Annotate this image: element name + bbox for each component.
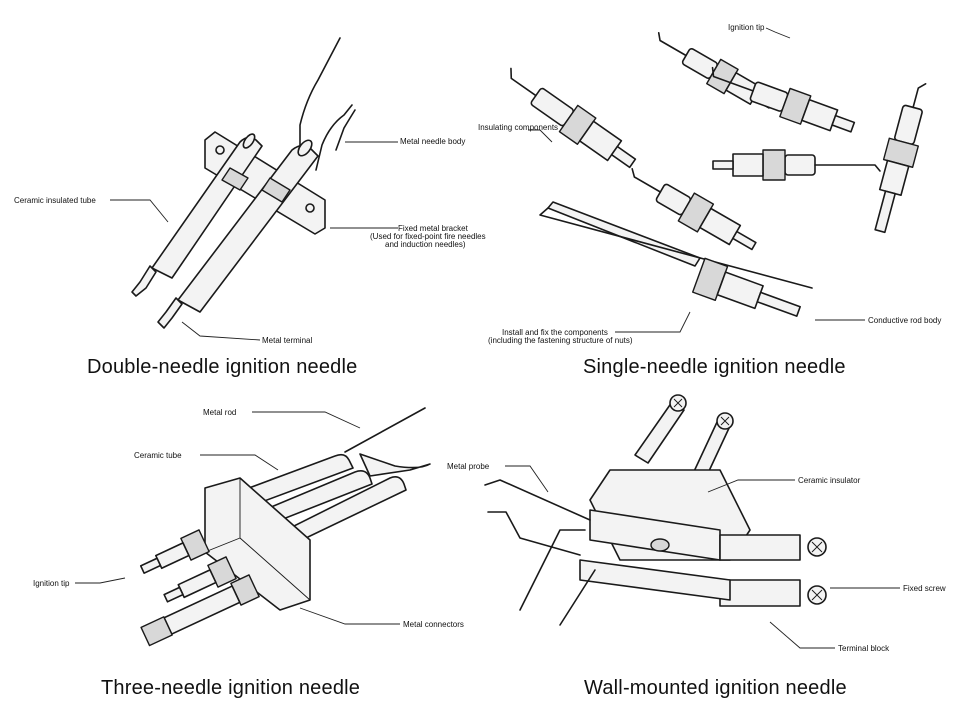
label-metal-connectors: Metal connectors <box>403 620 464 629</box>
three-needle-illustration <box>75 407 431 647</box>
double-needle-illustration <box>110 37 398 341</box>
label-fixed-metal-bracket-note-1: (Used for fixed-point fire needles <box>370 232 486 241</box>
caption-double-needle: Double-needle ignition needle <box>87 356 358 378</box>
label-install-fix-components: Install and fix the components <box>502 328 608 337</box>
label-install-fix-components-note: (including the fastening structure of nu… <box>488 336 633 345</box>
label-insulating-components: Insulating components <box>478 123 559 132</box>
caption-wall-mounted: Wall-mounted ignition needle <box>584 677 847 699</box>
label-fixed-metal-bracket-note-2: and induction needles) <box>385 240 466 249</box>
label-ignition-tip: Ignition tip <box>728 23 765 32</box>
single-needle-illustration <box>510 27 927 333</box>
label-ignition-tip-three: Ignition tip <box>33 579 70 588</box>
label-terminal-block: Terminal block <box>838 644 890 653</box>
label-conductive-rod-body: Conductive rod body <box>868 316 942 325</box>
wall-mounted-illustration <box>484 394 900 649</box>
label-metal-terminal: Metal terminal <box>262 336 313 345</box>
caption-single-needle: Single-needle ignition needle <box>583 356 846 378</box>
label-metal-rod: Metal rod <box>203 408 237 417</box>
label-ceramic-insulator: Ceramic insulator <box>798 476 861 485</box>
label-fixed-screw: Fixed screw <box>903 584 946 593</box>
label-ceramic-tube: Ceramic tube <box>134 451 182 460</box>
label-fixed-metal-bracket: Fixed metal bracket <box>398 224 468 233</box>
caption-three-needle: Three-needle ignition needle <box>101 677 361 699</box>
label-ceramic-insulated-tube: Ceramic insulated tube <box>14 196 96 205</box>
label-metal-probe: Metal probe <box>447 462 490 471</box>
label-metal-needle-body: Metal needle body <box>400 137 466 146</box>
